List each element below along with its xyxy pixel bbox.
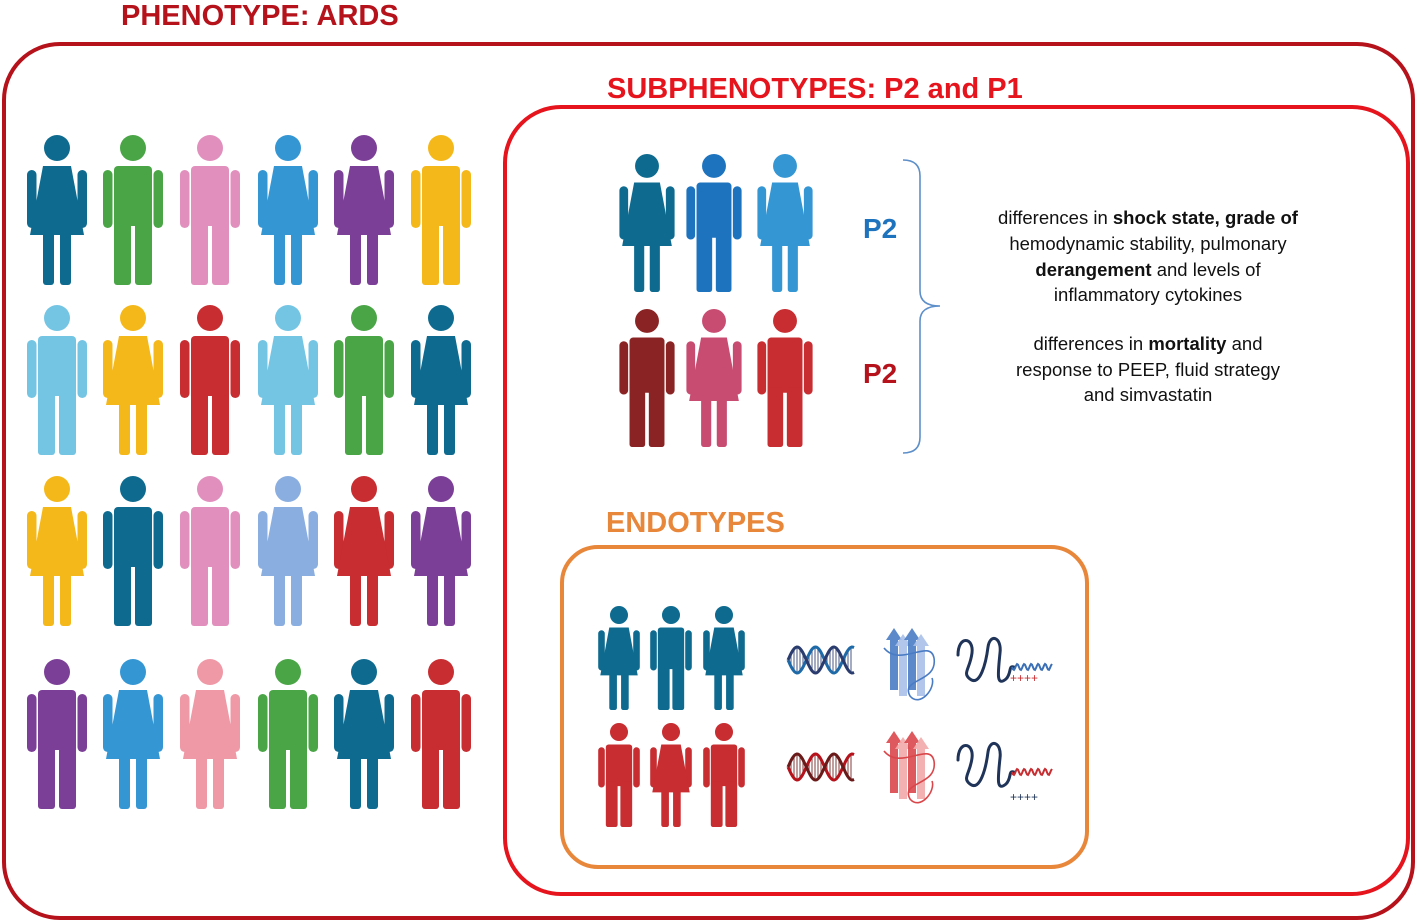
- charge-label: ++++: [1010, 790, 1038, 804]
- description-mortality-line-3: and simvastatin: [1084, 384, 1213, 405]
- person-icon-male: [334, 305, 394, 455]
- person-icon-male: [411, 659, 471, 809]
- person-icon-female: [334, 659, 394, 809]
- person-icon-male: [686, 154, 742, 292]
- person-icon-female: [757, 154, 813, 292]
- protein-structure-icon: [883, 731, 935, 804]
- phenotype-title: PHENOTYPE: ARDS: [121, 0, 399, 32]
- subphenotype-title: SUBPHENOTYPES: P2 and P1: [607, 73, 1023, 105]
- person-icon-female: [598, 606, 640, 710]
- subphenotype-group-1: [619, 154, 813, 292]
- endotypes-title: ENDOTYPES: [606, 507, 785, 539]
- person-icon-female: [180, 659, 240, 809]
- person-icon-male: [180, 135, 240, 285]
- desc-text: differences in: [998, 207, 1113, 228]
- person-icon-female: [27, 476, 87, 626]
- desc-text: and levels of: [1152, 259, 1262, 280]
- description-mortality-line-2: response to PEEP, fluid strategy: [1016, 359, 1281, 380]
- desc-text: and: [1226, 333, 1262, 354]
- person-icon-female: [650, 723, 692, 827]
- dna-icon: [786, 752, 855, 782]
- person-icon-male: [619, 309, 675, 447]
- dna-icon: [786, 645, 855, 675]
- person-icon-male: [103, 476, 163, 626]
- phenotype-people-grid: [27, 135, 471, 809]
- endotypes-box: [560, 545, 1089, 869]
- desc-text-bold: shock state, grade of: [1113, 207, 1299, 228]
- person-icon-female: [619, 154, 675, 292]
- person-icon-male: [103, 135, 163, 285]
- subphenotype-group-2: [619, 309, 813, 447]
- person-icon-female: [258, 476, 318, 626]
- person-icon-female: [411, 305, 471, 455]
- protein-structure-icon: [883, 628, 935, 701]
- desc-text-bold: mortality: [1148, 333, 1227, 354]
- description-shock-line-1: differences in shock state, grade of: [998, 207, 1299, 228]
- person-icon-female: [411, 476, 471, 626]
- endotype-row-1-people: [598, 606, 745, 710]
- person-icon-female: [103, 305, 163, 455]
- person-icon-male: [27, 305, 87, 455]
- p2-label-red: P2: [863, 358, 897, 389]
- desc-text-bold: derangement: [1035, 259, 1151, 280]
- charged-peptide-icon: [956, 637, 1053, 683]
- group-bracket: [902, 159, 941, 454]
- person-icon-male: [258, 659, 318, 809]
- p2-label-blue: P2: [863, 213, 897, 244]
- description-shock-line-2: hemodynamic stability, pulmonary: [1009, 233, 1287, 254]
- person-icon-male: [411, 135, 471, 285]
- endotype-row-2-people: [598, 723, 745, 827]
- charge-label: ++++: [1010, 671, 1038, 685]
- description-shock-line-3: derangement and levels of: [1035, 259, 1261, 280]
- person-icon-male: [180, 305, 240, 455]
- person-icon-female: [27, 135, 87, 285]
- person-icon-male: [650, 606, 692, 710]
- person-icon-female: [258, 135, 318, 285]
- person-icon-female: [686, 309, 742, 447]
- person-icon-male: [27, 659, 87, 809]
- person-icon-male: [757, 309, 813, 447]
- person-icon-male: [703, 723, 745, 827]
- person-icon-female: [258, 305, 318, 455]
- person-icon-female: [103, 659, 163, 809]
- person-icon-female: [703, 606, 745, 710]
- phenotype-box: [2, 42, 1415, 920]
- description-mortality-line-1: differences in mortality and: [1034, 333, 1263, 354]
- person-icon-female: [334, 135, 394, 285]
- description-shock-line-4: inflammatory cytokines: [1054, 284, 1242, 305]
- person-icon-male: [180, 476, 240, 626]
- person-icon-male: [598, 723, 640, 827]
- charged-peptide-icon: [956, 742, 1053, 788]
- desc-text: differences in: [1034, 333, 1149, 354]
- subphenotype-box: [503, 105, 1410, 896]
- person-icon-female: [334, 476, 394, 626]
